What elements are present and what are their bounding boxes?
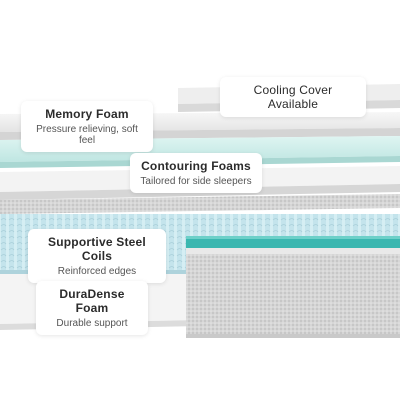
mattress-cover-corner	[186, 236, 400, 338]
steel-coils-label: Supportive Steel Coils Reinforced edges	[28, 229, 166, 283]
memory-foam-title: Memory Foam	[45, 107, 129, 121]
contouring-foams-title: Contouring Foams	[141, 159, 251, 173]
contouring-foams-label: Contouring Foams Tailored for side sleep…	[130, 153, 262, 193]
coil-top-knit	[0, 194, 400, 214]
duradense-foam-title: DuraDense Foam	[59, 287, 125, 315]
memory-foam-label: Memory Foam Pressure relieving, soft fee…	[21, 101, 153, 152]
contouring-foams-subtitle: Tailored for side sleepers	[140, 176, 252, 187]
steel-coils-title: Supportive Steel Coils	[48, 235, 146, 263]
memory-foam-subtitle: Pressure relieving, soft feel	[36, 124, 138, 146]
steel-coils-subtitle: Reinforced edges	[57, 266, 137, 277]
duradense-foam-subtitle: Durable support	[56, 318, 128, 329]
cooling-cover-label: Cooling Cover Available	[220, 77, 366, 117]
cooling-cover-title: Cooling Cover Available	[253, 83, 333, 111]
duradense-foam-label: DuraDense Foam Durable support	[36, 281, 148, 335]
